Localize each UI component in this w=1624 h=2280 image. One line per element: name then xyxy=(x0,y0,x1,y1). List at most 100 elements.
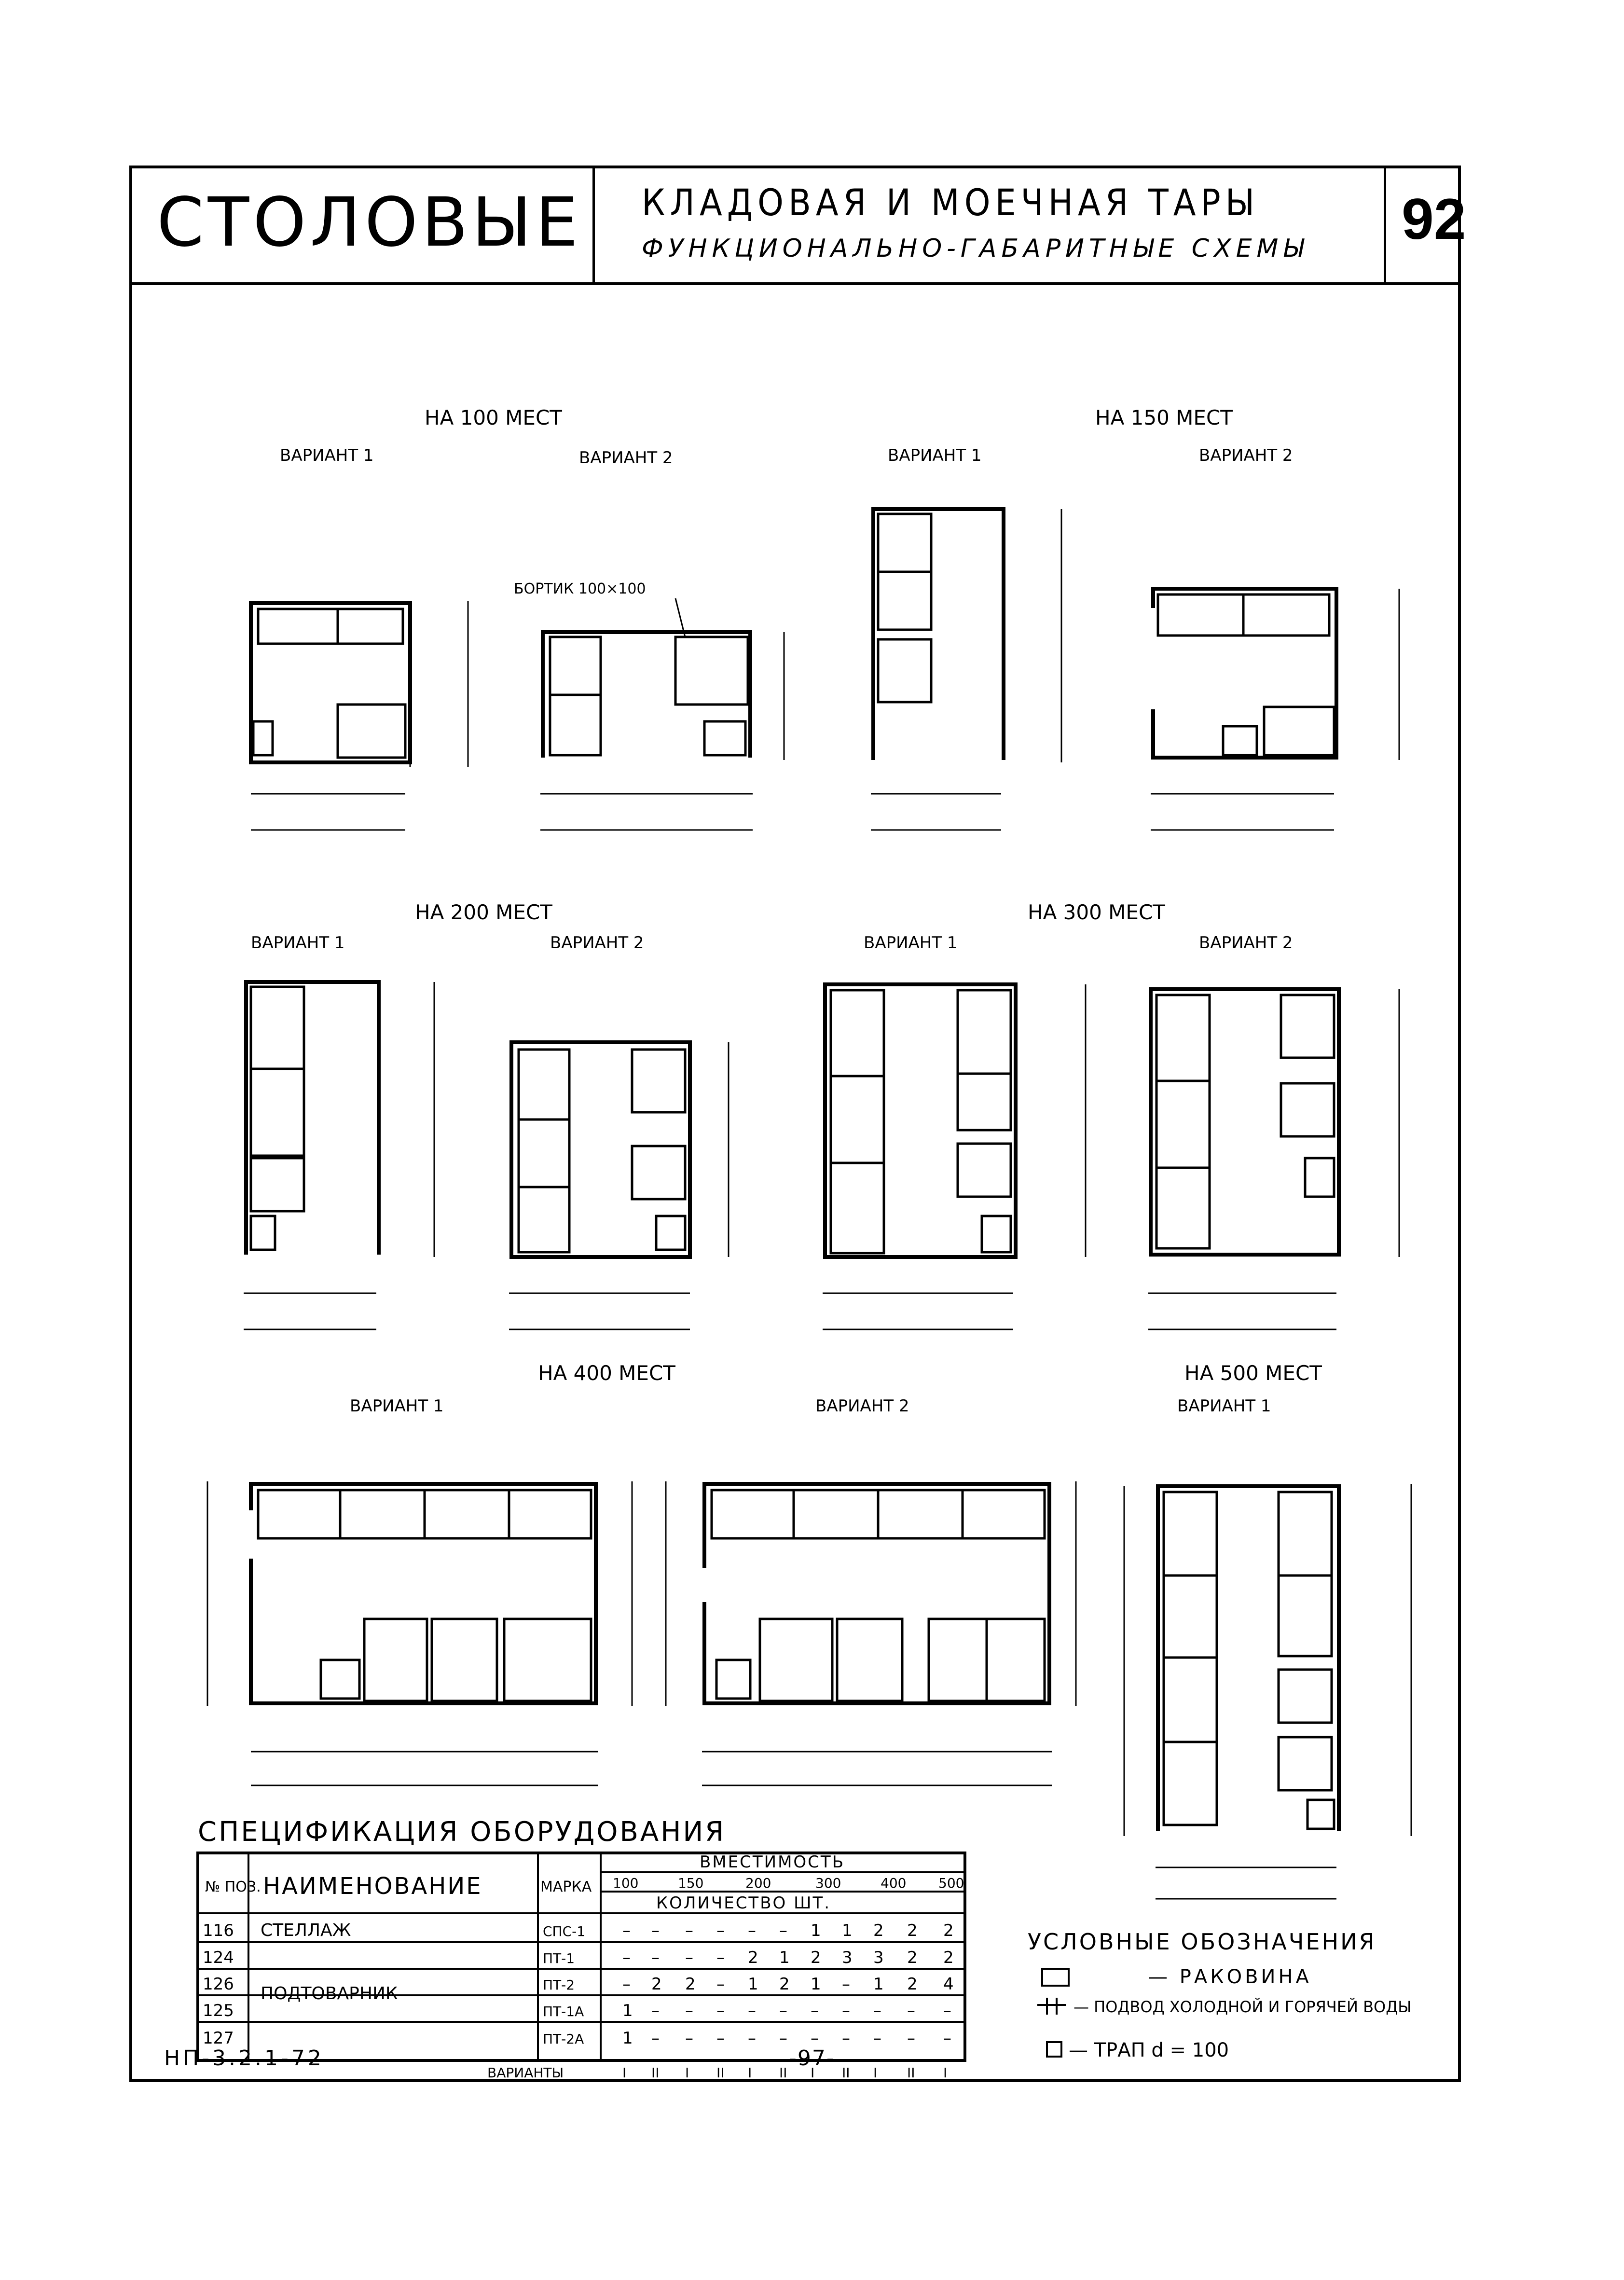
group-400-label: НА 400 МЕСТ xyxy=(538,1361,675,1385)
spec-row-qty: – xyxy=(779,1921,787,1940)
legend-water: — ПОДВОД ХОЛОДНОЙ И ГОРЯЧЕЙ ВОДЫ xyxy=(1073,1998,1411,2016)
spec-row-qty: – xyxy=(651,1921,660,1940)
plan-400-v2 xyxy=(665,1481,1077,1786)
sheet-title: КЛАДОВАЯ И МОЕЧНАЯ ТАРЫ xyxy=(642,181,1260,224)
spec-row-qty: 1 xyxy=(842,1921,853,1940)
water-supply-icon xyxy=(1037,1998,1066,2015)
spec-row-qty: – xyxy=(685,2001,693,2020)
spec-cap-200: 200 xyxy=(745,1875,771,1891)
variant-label-500-1: ВАРИАНТ 1 xyxy=(1177,1396,1271,1416)
variant-label-400-1: ВАРИАНТ 1 xyxy=(350,1396,444,1416)
spec-row-qty: 1 xyxy=(622,2001,633,2020)
plan-300-v2 xyxy=(1148,987,1400,1330)
spec-row-mark: ПТ-1 xyxy=(543,1950,575,1966)
spec-row-qty: – xyxy=(716,1948,725,1967)
spec-row-qty: – xyxy=(748,2001,756,2020)
spec-row-qty: 1 xyxy=(811,1975,821,1994)
page-number: 92 xyxy=(1402,187,1466,251)
spec-row-qty: – xyxy=(873,2001,881,2020)
spec-row-pos: 124 xyxy=(203,1948,234,1967)
spec-head-pos: № ПОЗ. xyxy=(205,1879,261,1895)
spec-head-name: НАИМЕНОВАНИЕ xyxy=(263,1873,482,1900)
spec-row-qty: – xyxy=(622,1921,631,1940)
spec-row-qty: 2 xyxy=(748,1948,758,1967)
header-divider-right xyxy=(1384,166,1386,285)
spec-row-mark: СПС-1 xyxy=(543,1923,585,1939)
spec-row-mark: ПТ-2 xyxy=(543,1977,575,1993)
spec-cap-100: 100 xyxy=(613,1875,638,1891)
variant-label-150-2: ВАРИАНТ 2 xyxy=(1199,446,1293,465)
header-divider-left xyxy=(592,166,595,285)
spec-row-qty: – xyxy=(907,2001,915,2020)
spec-row-qty: – xyxy=(716,2001,725,2020)
sheet-frame xyxy=(129,166,1461,2082)
variant-label-200-1: ВАРИАНТ 1 xyxy=(251,933,345,953)
spec-row-qty: – xyxy=(943,2029,951,2048)
spec-variant-mark: II xyxy=(907,2065,915,2081)
spec-row-qty: – xyxy=(779,2001,787,2020)
spec-row-qty: 2 xyxy=(943,1948,954,1967)
spec-variant-mark: II xyxy=(779,2065,787,2081)
spec-row-qty: 2 xyxy=(873,1921,884,1940)
spec-row-qty: – xyxy=(685,1921,693,1940)
spec-variant-mark: II xyxy=(651,2065,660,2081)
spec-row-qty: – xyxy=(622,1948,631,1967)
spec-row-qty: – xyxy=(779,2029,787,2048)
spec-row-qty: – xyxy=(651,1948,660,1967)
spec-row-mark: ПТ-1А xyxy=(543,2004,584,2019)
spec-row-qty: 2 xyxy=(907,1948,918,1967)
spec-row-qty: 4 xyxy=(943,1975,954,1994)
spec-row-qty: 2 xyxy=(907,1921,918,1940)
spec-variant-mark: I xyxy=(943,2065,947,2081)
spec-row-qty: – xyxy=(811,2029,819,2048)
legend: УСЛОВНЫЕ ОБОЗНАЧЕНИЯ — РАКОВИНА — ПОДВОД… xyxy=(1028,1929,1411,2061)
spec-variant-mark: I xyxy=(811,2065,814,2081)
footer-page: -97- xyxy=(789,2046,835,2071)
spec-row-qty: 1 xyxy=(748,1975,758,1994)
spec-variant-mark: I xyxy=(622,2065,626,2081)
spec-row-qty: 2 xyxy=(685,1975,696,1994)
group-100-label: НА 100 МЕСТ xyxy=(425,406,562,429)
spec-row-qty: 3 xyxy=(842,1948,853,1967)
spec-row-qty: 1 xyxy=(873,1975,884,1994)
spec-row-qty: 3 xyxy=(873,1948,884,1967)
spec-row-qty: – xyxy=(716,1921,725,1940)
variant-label-400-2: ВАРИАНТ 2 xyxy=(815,1396,909,1416)
variant-label-200-2: ВАРИАНТ 2 xyxy=(550,933,644,953)
spec-row-qty: – xyxy=(873,2029,881,2048)
spec-row-qty: 2 xyxy=(907,1975,918,1994)
plan-200-v1 xyxy=(244,980,435,1330)
spec-row-qty: – xyxy=(811,2001,819,2020)
variant-label-100-1: ВАРИАНТ 1 xyxy=(280,446,374,465)
spec-row-qty: – xyxy=(685,2029,693,2048)
spec-variant-mark: I xyxy=(873,2065,877,2081)
spec-row-qty: – xyxy=(748,1921,756,1940)
spec-head-qty: КОЛИЧЕСТВО ШТ. xyxy=(656,1893,831,1913)
spec-variants-label: ВАРИАНТЫ xyxy=(487,2065,564,2081)
group-200-label: НА 200 МЕСТ xyxy=(415,900,552,924)
spec-row-qty: – xyxy=(685,1948,693,1967)
plan-500-v1 xyxy=(1123,1484,1412,1900)
spec-row-qty: 2 xyxy=(651,1975,662,1994)
spec-row-qty: 1 xyxy=(811,1921,821,1940)
plan-200-v2 xyxy=(509,1040,729,1330)
section-title: СТОЛОВЫЕ xyxy=(157,183,582,262)
spec-row-mark: ПТ-2А xyxy=(543,2031,584,2047)
legend-drain: — ТРАП d = 100 xyxy=(1069,2039,1229,2061)
spec-row-pos: 127 xyxy=(203,2029,234,2048)
group-150-label: НА 150 МЕСТ xyxy=(1095,406,1233,429)
spec-row-qty: 2 xyxy=(779,1975,790,1994)
drain-icon xyxy=(1046,2041,1062,2058)
footer-code: НП-3.2.1-72 xyxy=(164,2046,324,2071)
plan-400-v1 xyxy=(206,1481,633,1786)
plan-300-v1 xyxy=(823,982,1087,1330)
spec-row-qty: – xyxy=(716,2029,725,2048)
spec-head-capacity: ВМЕСТИМОСТЬ xyxy=(700,1852,845,1872)
spec-table-grid xyxy=(196,1852,966,2062)
spec-row-name: ПОДТОВАРНИК xyxy=(261,1984,398,2004)
sheet-subtitle: ФУНКЦИОНАЛЬНО-ГАБАРИТНЫЕ СХЕМЫ xyxy=(642,234,1308,263)
spec-cap-150: 150 xyxy=(678,1875,703,1891)
spec-variant-mark: I xyxy=(685,2065,689,2081)
group-300-label: НА 300 МЕСТ xyxy=(1028,900,1165,924)
spec-variant-mark: II xyxy=(842,2065,850,2081)
